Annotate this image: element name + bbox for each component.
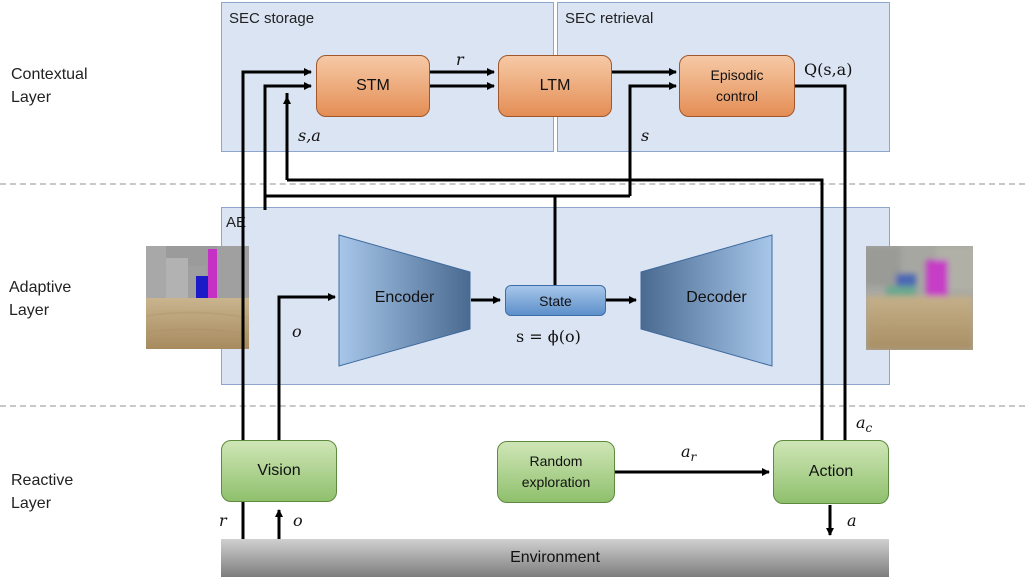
stm-box: STM — [316, 55, 430, 117]
q-sa-text: Q(s,a) — [804, 60, 853, 79]
layer-divider-bottom — [0, 405, 1025, 407]
environment-bar: Environment — [221, 539, 889, 577]
q-sa-label: Q(s,a) — [804, 60, 852, 79]
s-phi-label: s = ϕ(o) — [516, 327, 581, 346]
action-box: Action — [773, 440, 889, 504]
a-label-bottom: a — [847, 511, 857, 530]
decoder-label: Decoder — [686, 289, 747, 306]
r-label-top: r — [456, 50, 464, 69]
contextual-layer-label: Contextual Layer — [11, 66, 88, 106]
a-r-sub: r — [690, 450, 697, 465]
ltm-box: LTM — [498, 55, 612, 117]
a-c-text: a — [856, 413, 866, 432]
a-c-label: ac — [856, 413, 872, 435]
adaptive-layer-label: Adaptive Layer — [9, 279, 72, 319]
s-retrieval-label: s — [641, 126, 650, 145]
a-r-label: ar — [681, 442, 696, 464]
o-label-bottom: o — [293, 511, 303, 530]
encoder-block: Encoder — [338, 234, 471, 367]
sec-storage-title: SEC storage — [229, 10, 315, 27]
reactive-layer-label: Reactive Layer — [11, 472, 74, 512]
state-box: State — [505, 285, 606, 316]
encoder-label: Encoder — [374, 289, 435, 306]
ae-title: AE — [226, 214, 247, 231]
random-exploration-box: Random exploration — [497, 441, 615, 503]
a-r-text: a — [681, 442, 691, 461]
sec-retrieval-title: SEC retrieval — [565, 10, 654, 27]
reconstructed-frame-image — [866, 246, 973, 350]
layer-divider-top — [0, 183, 1025, 185]
a-c-sub: c — [865, 421, 873, 436]
decoder-block: Decoder — [640, 234, 773, 367]
r-label-bottom: r — [219, 511, 227, 530]
episodic-control-box: Episodic control — [679, 55, 795, 117]
o-ae-label: o — [292, 322, 302, 341]
s-a-label: s,a — [298, 126, 321, 145]
vision-box: Vision — [221, 440, 337, 502]
